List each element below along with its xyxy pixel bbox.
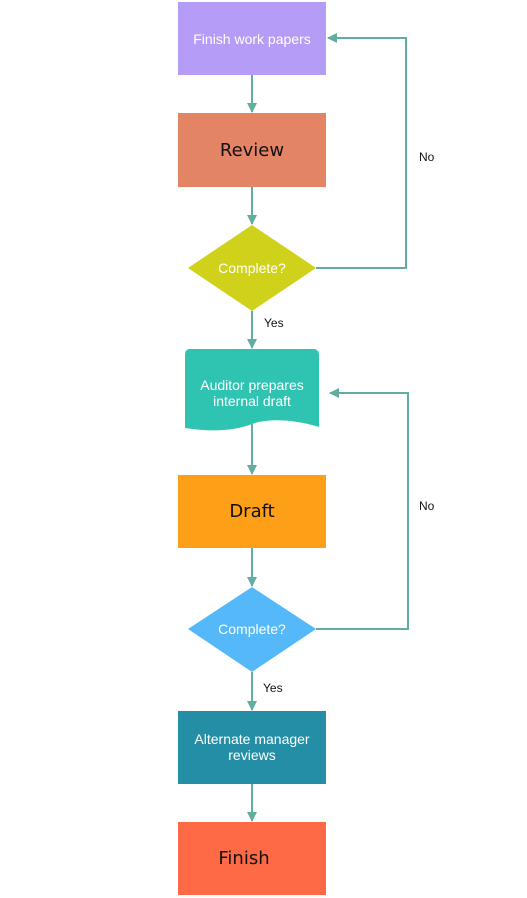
auditor-draft-label: Auditor prepares internal draft [200, 377, 304, 409]
edge-label-no-2: No [419, 499, 435, 513]
finish-label: Finish [218, 848, 270, 869]
complete-decision-1[interactable] [188, 225, 316, 311]
finish-box[interactable] [178, 822, 326, 895]
review-label: Review [219, 139, 285, 161]
alternate-manager-label: Alternate manager reviews [194, 731, 310, 763]
edge-label-no-1: No [419, 150, 435, 164]
edge-label-yes-1: Yes [264, 316, 284, 330]
draft-box[interactable] [178, 475, 326, 548]
finish-work-papers-label: Finish work papers [193, 30, 311, 47]
alternate-manager-box[interactable] [178, 711, 326, 784]
finish-work-papers-box[interactable] [178, 2, 326, 75]
arrow-complete-2-no-loop [316, 388, 409, 630]
complete-1-label: Complete? [218, 260, 286, 276]
complete-2-label: Complete? [218, 621, 286, 637]
arrow-complete-1-no-loop [316, 33, 407, 269]
draft-label: Draft [229, 501, 275, 522]
auditor-draft-document[interactable] [185, 349, 319, 431]
edge-label-yes-2: Yes [263, 681, 283, 695]
complete-decision-2[interactable] [188, 587, 316, 672]
review-box[interactable] [178, 113, 326, 187]
